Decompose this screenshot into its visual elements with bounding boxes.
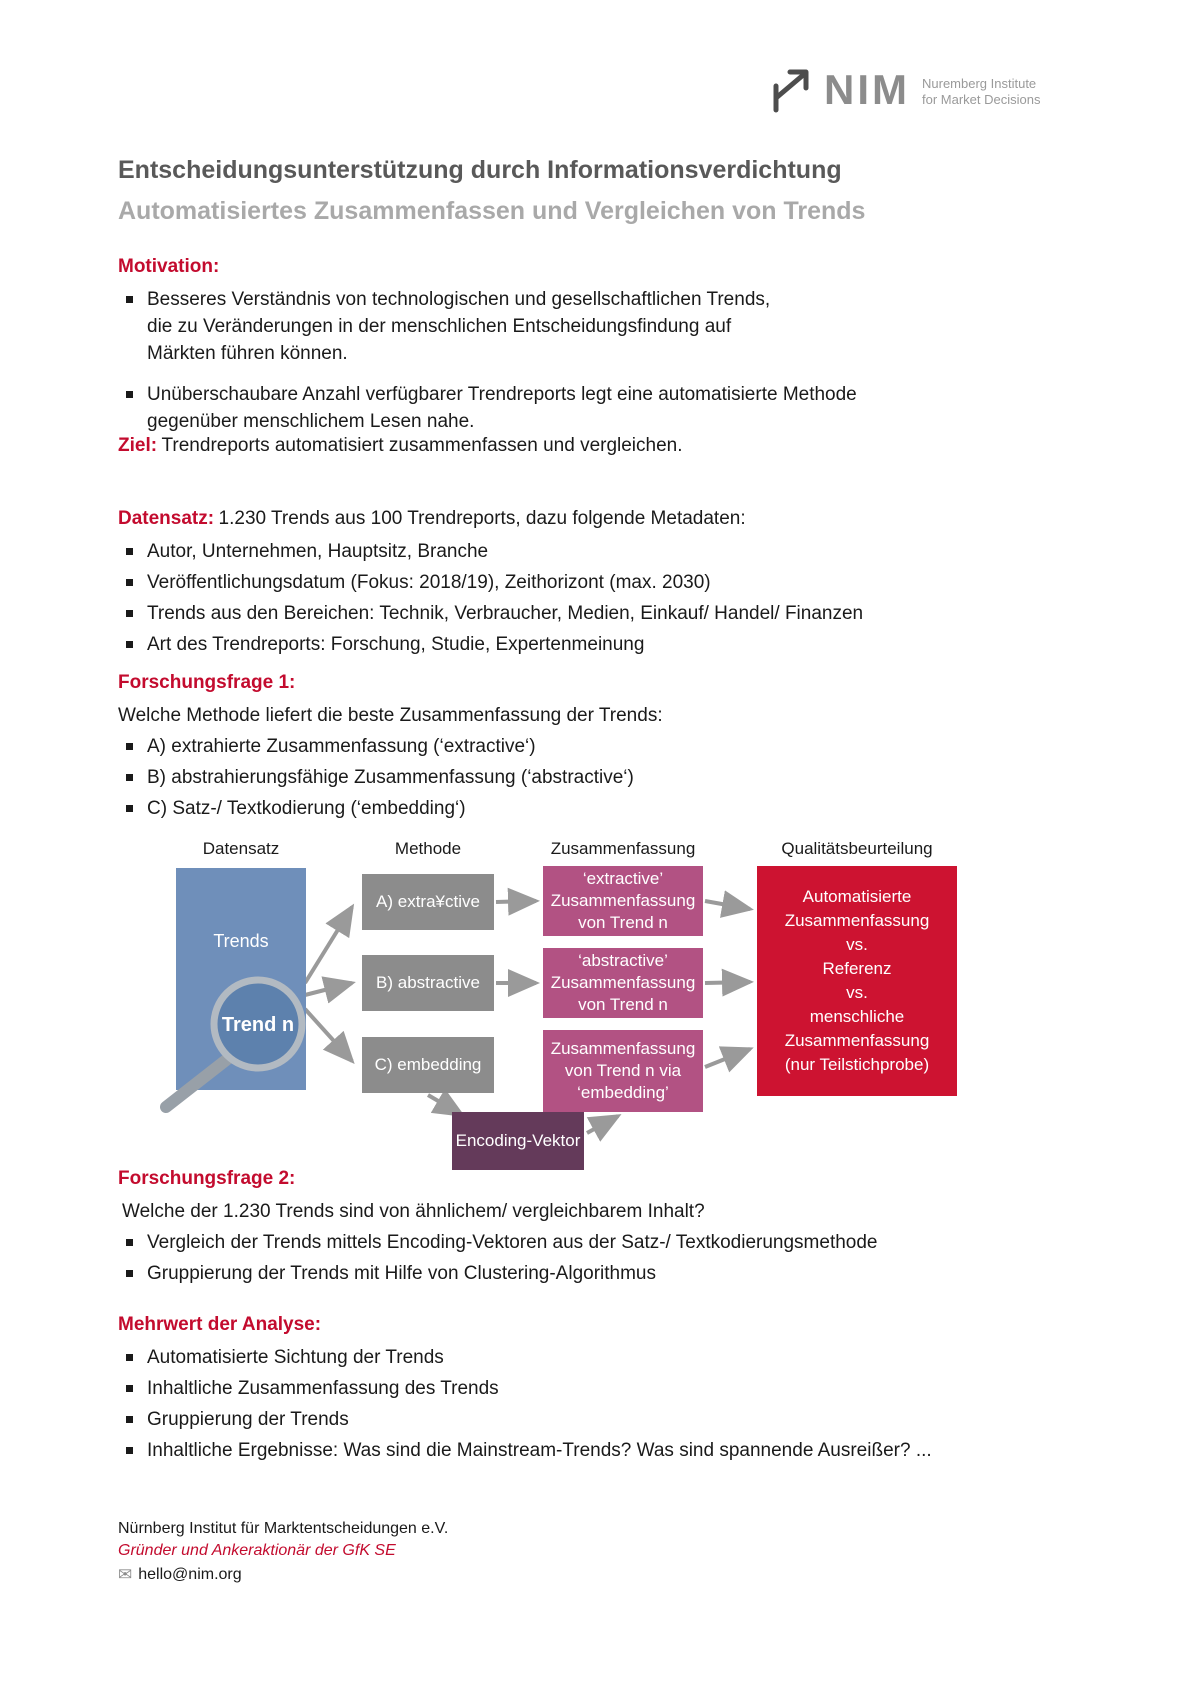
list-item: Unüberschaubare Anzahl verfügbarer Trend… <box>118 381 1098 435</box>
bullet-icon <box>126 1239 133 1246</box>
method-embedding-box: C) embedding <box>362 1037 494 1093</box>
column-header-methode: Methode <box>394 839 462 858</box>
list-item: Gruppierung der Trends mit Hilfe von Clu… <box>118 1260 1098 1287</box>
datensatz-text: 1.230 Trends aus 100 Trendreports, dazu … <box>218 508 746 529</box>
bullet-icon <box>126 1270 133 1277</box>
bullet-icon <box>126 1385 133 1392</box>
column-header-zusammenfassung: Zusammenfassung <box>550 839 696 858</box>
quality-assessment-box: Automatisierte Zusammenfassung vs. Refer… <box>757 866 957 1096</box>
bullet-icon <box>126 805 133 812</box>
bullet-icon <box>126 610 133 617</box>
footer-email-text: hello@nim.org <box>138 1566 242 1583</box>
ziel-label: Ziel: <box>118 435 158 456</box>
bullet-text: B) abstrahierungsfähige Zusammenfassung … <box>147 767 634 788</box>
list-item: Inhaltliche Ergebnisse: Was sind die Mai… <box>118 1437 1098 1464</box>
bullet-icon <box>126 1447 133 1454</box>
bullet-text: Inhaltliche Ergebnisse: Was sind die Mai… <box>147 1440 932 1461</box>
motivation-heading: Motivation: <box>118 256 220 277</box>
footer-founder-note: Gründer und Ankeraktionär der GfK SE <box>118 1542 396 1559</box>
motivation-section: Motivation: Besseres Verständnis von tec… <box>118 256 1098 439</box>
bullet-text: Inhaltliche Zusammenfassung des Trends <box>147 1378 499 1399</box>
list-item: B) abstrahierungsfähige Zusammenfassung … <box>118 764 1098 791</box>
ziel-text: Trendreports automatisiert zusammenfasse… <box>161 435 683 456</box>
method-extractive-box: A) extra¥ctive <box>362 874 494 930</box>
list-item: Automatisierte Sichtung der Trends <box>118 1344 1098 1371</box>
list-item: A) extrahierte Zusammenfassung (‘extract… <box>118 733 1098 760</box>
page-title: Entscheidungsunterstützung durch Informa… <box>118 156 842 184</box>
ziel-section: Ziel: Trendreports automatisiert zusamme… <box>118 432 1098 459</box>
forschungsfrage2-heading: Forschungsfrage 2: <box>118 1168 296 1189</box>
method-abstractive-box: B) abstractive <box>362 955 494 1011</box>
bullet-text: Unüberschaubare Anzahl verfügbarer Trend… <box>147 384 857 432</box>
list-item: Inhaltliche Zusammenfassung des Trends <box>118 1375 1098 1402</box>
bullet-text: Autor, Unternehmen, Hauptsitz, Branche <box>147 541 489 562</box>
nim-tagline-line2: for Market Decisions <box>922 92 1041 107</box>
bullet-text: Veröffentlichungsdatum (Fokus: 2018/19),… <box>147 572 711 593</box>
list-item: Vergleich der Trends mittels Encoding-Ve… <box>118 1229 1098 1256</box>
nim-logo: NIM Nuremberg Institute for Market Decis… <box>768 60 1078 120</box>
bullet-text: Vergleich der Trends mittels Encoding-Ve… <box>147 1232 878 1253</box>
process-diagram: Datensatz Methode Zusammenfassung Qualit… <box>0 835 1191 1187</box>
list-item: Veröffentlichungsdatum (Fokus: 2018/19),… <box>118 569 1098 596</box>
list-item: Gruppierung der Trends <box>118 1406 1098 1433</box>
mehrwert-section: Mehrwert der Analyse: Automatisierte Sic… <box>118 1314 1098 1468</box>
bullet-icon <box>126 1354 133 1361</box>
forschungsfrage2-intro: Welche der 1.230 Trends sind von ähnlich… <box>122 1201 705 1222</box>
nim-logo-tagline: Nuremberg Institute for Market Decisions <box>922 72 1040 108</box>
column-header-qualitaetsbeurteilung: Qualitätsbeurteilung <box>781 839 933 858</box>
footer-org-name: Nürnberg Institut für Marktentscheidunge… <box>118 1520 449 1537</box>
bullet-icon <box>126 1416 133 1423</box>
summary-extractive-box: ‘extractive’ Zusammenfassung von Trend n <box>543 866 703 936</box>
nim-logo-text: NIM <box>824 66 910 113</box>
bullet-text: Trends aus den Bereichen: Technik, Verbr… <box>147 603 864 624</box>
bullet-text: Art des Trendreports: Forschung, Studie,… <box>147 634 645 655</box>
forschungsfrage1-intro: Welche Methode liefert die beste Zusamme… <box>118 705 663 726</box>
bullet-text: Besseres Verständnis von technologischen… <box>147 289 771 364</box>
column-header-datensatz: Datensatz <box>202 839 280 858</box>
page-subtitle: Automatisiertes Zusammenfassen und Vergl… <box>118 197 866 225</box>
list-item: Besseres Verständnis von technologischen… <box>118 286 1098 367</box>
bullet-text: Gruppierung der Trends <box>147 1409 349 1430</box>
trends-box: Trends <box>176 868 306 1090</box>
forschungsfrage1-heading: Forschungsfrage 1: <box>118 672 296 693</box>
encoding-vector-box: Encoding-Vektor <box>452 1112 584 1170</box>
bullet-icon <box>126 641 133 648</box>
bullet-text: C) Satz-/ Textkodierung (‘embedding‘) <box>147 798 466 819</box>
footer-email: ✉ hello@nim.org <box>118 1565 242 1585</box>
nim-tagline-line1: Nuremberg Institute <box>922 76 1037 91</box>
envelope-icon: ✉ <box>118 1565 133 1584</box>
bullet-icon <box>126 579 133 586</box>
mehrwert-heading: Mehrwert der Analyse: <box>118 1314 322 1335</box>
forschungsfrage2-section: Forschungsfrage 2: Welche der 1.230 Tren… <box>118 1168 1098 1291</box>
forschungsfrage1-section: Forschungsfrage 1: Welche Methode liefer… <box>118 672 1098 826</box>
list-item: Art des Trendreports: Forschung, Studie,… <box>118 631 1098 658</box>
bullet-icon <box>126 548 133 555</box>
list-item: Trends aus den Bereichen: Technik, Verbr… <box>118 600 1098 627</box>
datensatz-section: Datensatz: 1.230 Trends aus 100 Trendrep… <box>118 505 1098 662</box>
list-item: C) Satz-/ Textkodierung (‘embedding‘) <box>118 795 1098 822</box>
bullet-icon <box>126 391 133 398</box>
bullet-text: Gruppierung der Trends mit Hilfe von Clu… <box>147 1263 656 1284</box>
bullet-text: A) extrahierte Zusammenfassung (‘extract… <box>147 736 536 757</box>
bullet-icon <box>126 743 133 750</box>
nim-arrow-icon <box>773 69 809 113</box>
bullet-icon <box>126 296 133 303</box>
summary-abstractive-box: ‘abstractive’ Zusammenfassung von Trend … <box>543 948 703 1018</box>
bullet-text: Automatisierte Sichtung der Trends <box>147 1347 444 1368</box>
datensatz-label: Datensatz: <box>118 508 215 529</box>
summary-embedding-box: Zusammenfassung von Trend n via ‘embeddi… <box>543 1030 703 1112</box>
list-item: Autor, Unternehmen, Hauptsitz, Branche <box>118 538 1098 565</box>
bullet-icon <box>126 774 133 781</box>
